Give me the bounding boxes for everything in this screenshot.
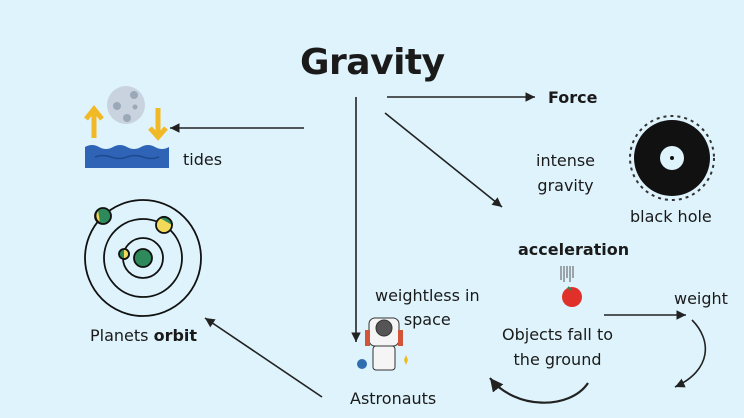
node-weight: weight	[674, 289, 728, 308]
weightless-line1: weightless in	[375, 286, 480, 305]
node-intense-gravity: intense gravity	[536, 148, 595, 198]
node-astronauts: Astronauts	[350, 389, 437, 408]
node-force: Force	[548, 88, 598, 107]
connector-arrows	[170, 92, 707, 404]
arrow-to-acceleration	[384, 112, 503, 208]
arrow-to-planets	[204, 317, 323, 398]
planets-label: Planets	[90, 326, 149, 345]
black-hole-icon	[629, 115, 715, 201]
intense-gravity-line2: gravity	[537, 176, 594, 195]
node-planets-orbit: Planets orbit	[90, 326, 197, 345]
curved-arrow-bottom	[489, 377, 589, 404]
weightless-line2: space	[403, 310, 451, 329]
objects-fall-line1: Objects fall to	[502, 325, 614, 344]
astronaut-icon	[357, 317, 408, 371]
intense-gravity-line1: intense	[536, 151, 596, 170]
node-black-hole: black hole	[630, 207, 712, 226]
node-tides: tides	[183, 150, 223, 169]
node-acceleration: acceleration	[518, 240, 630, 259]
falling-apple-icon	[560, 266, 582, 307]
objects-fall-line2: the ground	[513, 350, 602, 369]
title: Gravity	[300, 42, 445, 83]
node-weightless: weightless in space	[375, 284, 480, 332]
orbit-icon	[84, 199, 202, 317]
node-objects-fall: Objects fall to the ground	[502, 322, 613, 372]
curved-arrow-right	[674, 319, 707, 388]
orbit-label: orbit	[153, 326, 198, 345]
tides-icon	[84, 86, 169, 168]
